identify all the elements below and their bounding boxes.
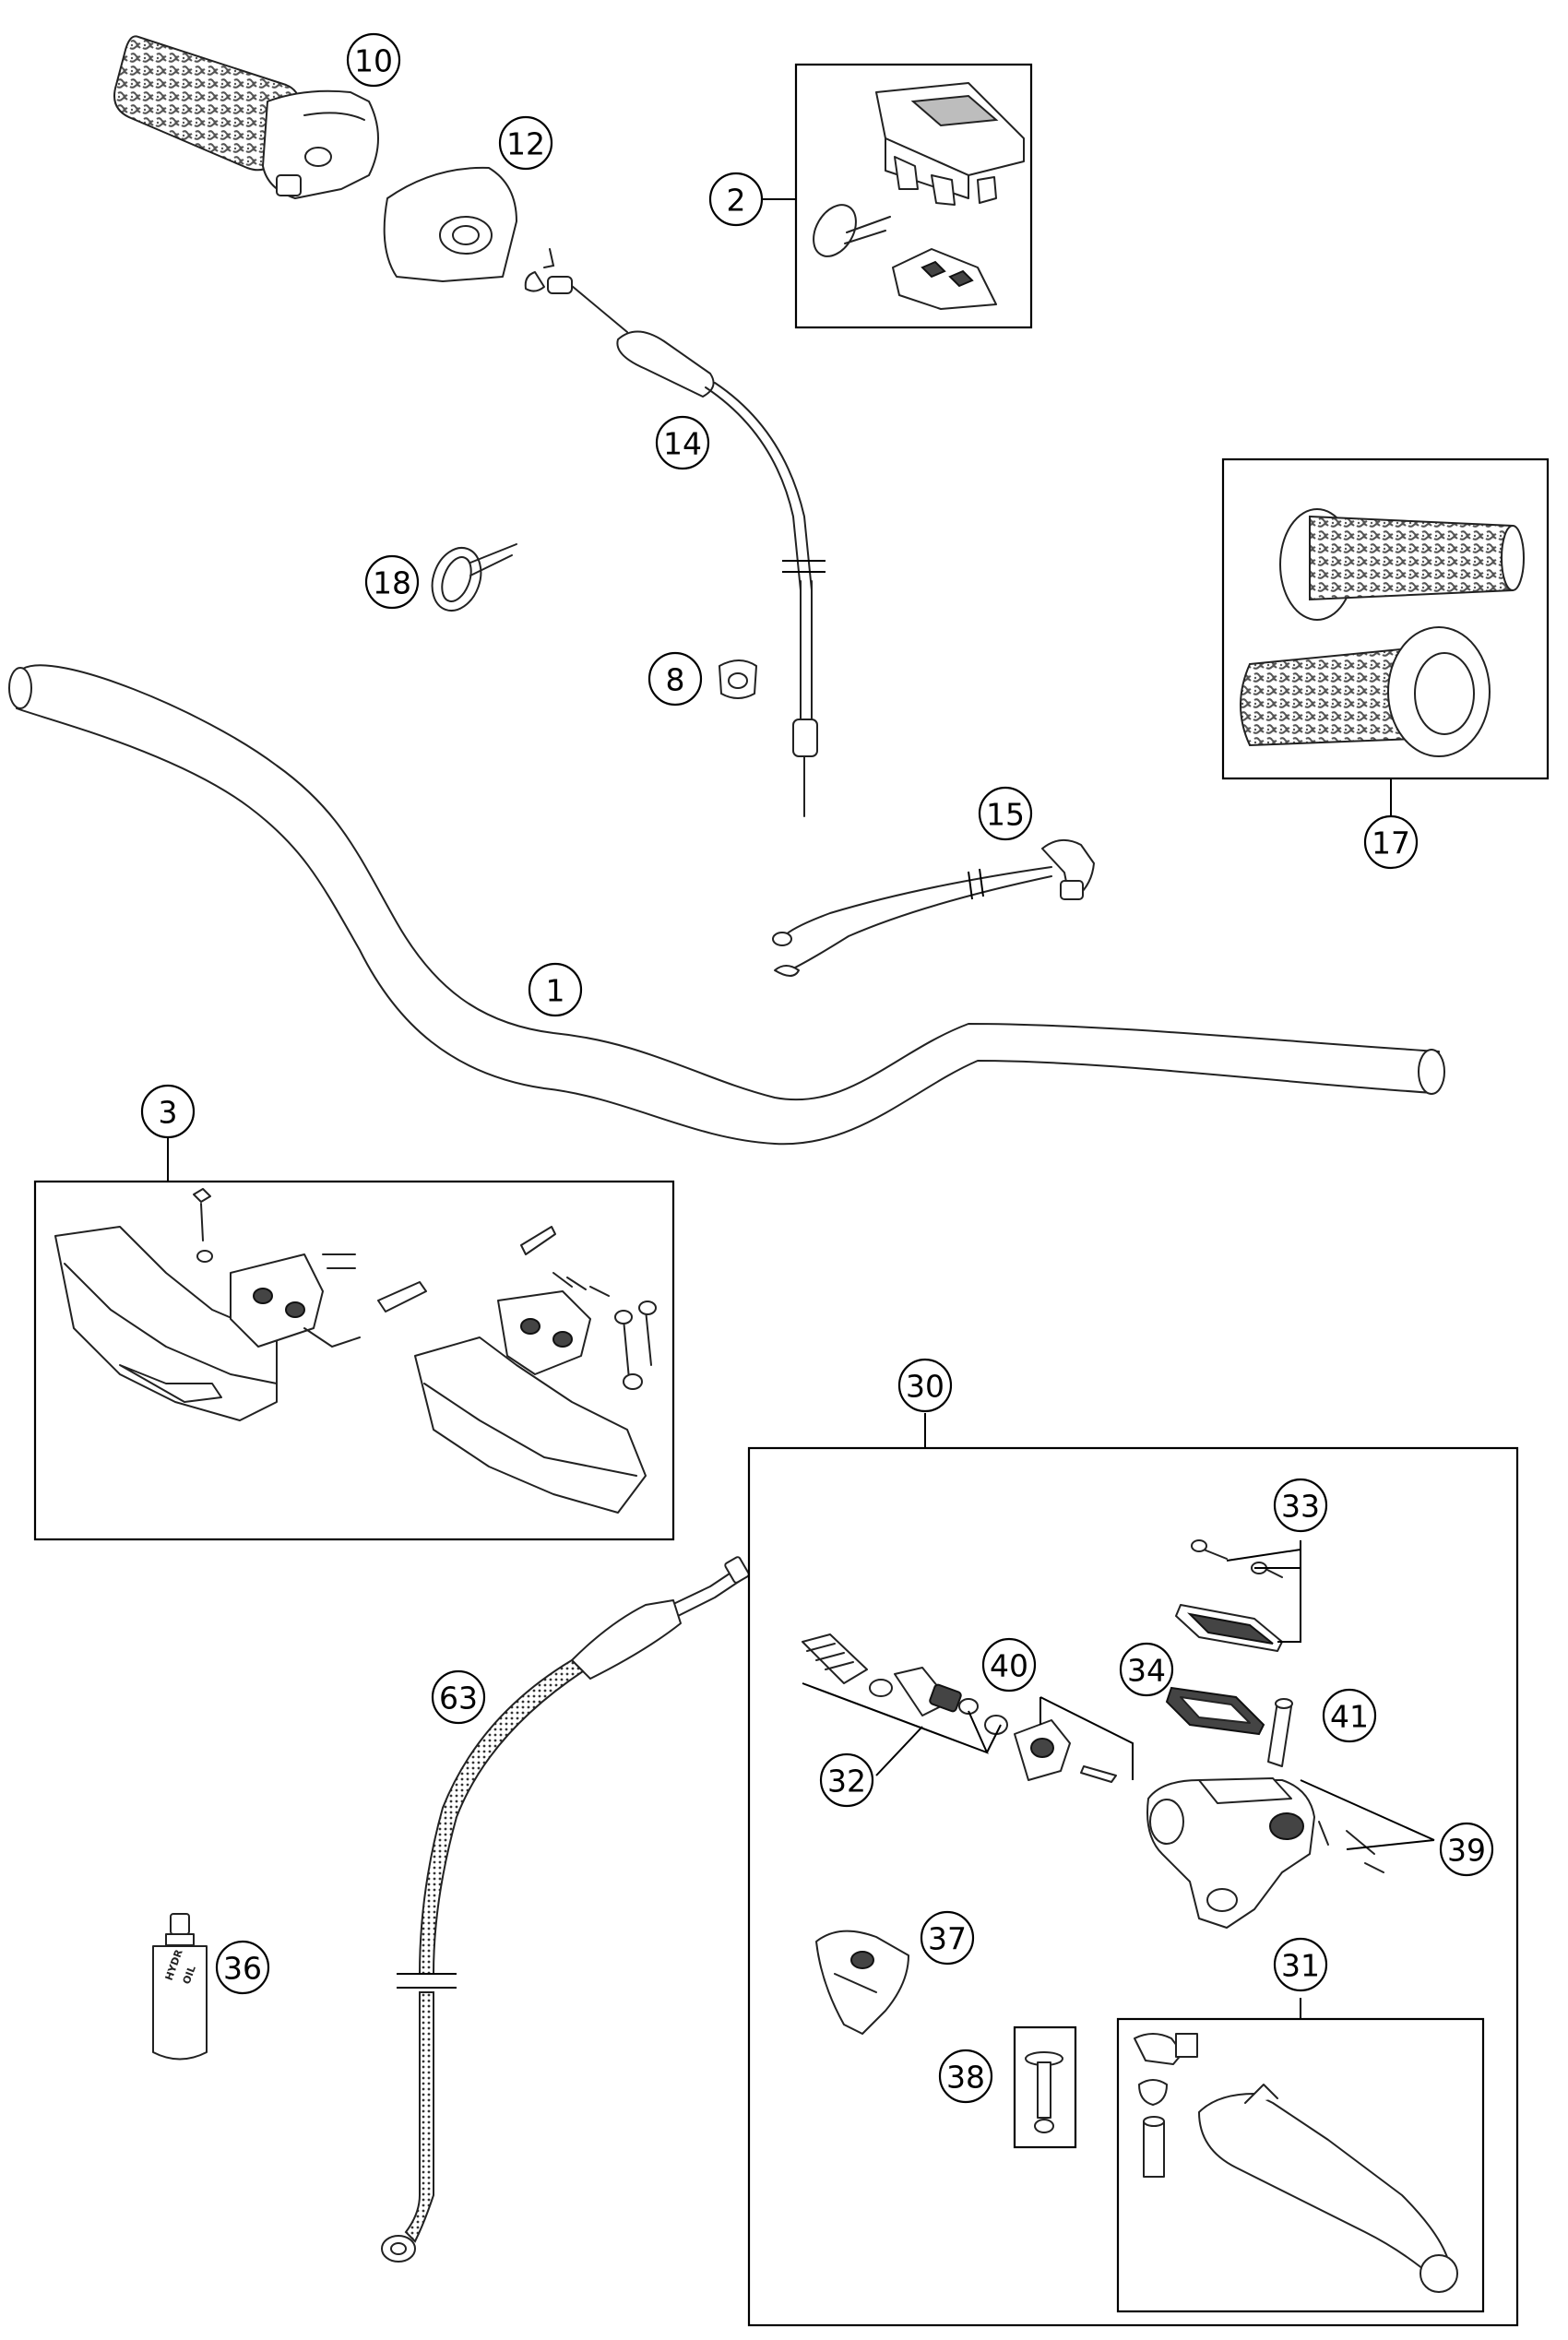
- kill-switch-cable: [772, 838, 1095, 977]
- callout-63: 63: [431, 1669, 486, 1725]
- cable-clip: [719, 659, 757, 699]
- callout-33: 33: [1273, 1478, 1328, 1533]
- callout-40: 40: [981, 1637, 1037, 1693]
- callout-17: 17: [1363, 814, 1419, 870]
- callout-number: 15: [986, 797, 1025, 833]
- callout-circle: [1273, 1937, 1328, 1992]
- throttle-housing-cover: [383, 166, 517, 282]
- callout-32: 32: [819, 1752, 874, 1808]
- hydraulic-oil-bottle: HYDR OIL: [152, 1913, 208, 2061]
- callout-circle: [978, 786, 1033, 841]
- callout-1: 1: [528, 962, 583, 1017]
- callout-circle: [938, 2049, 993, 2104]
- grips-pair: [1240, 508, 1525, 757]
- callout-10: 10: [346, 32, 401, 88]
- handguard-kit: [54, 1188, 657, 1514]
- callout-number: 31: [1281, 1948, 1320, 1984]
- callout-number: 32: [827, 1764, 866, 1800]
- callout-number: 39: [1447, 1833, 1486, 1869]
- frame-part-2: [794, 63, 1033, 329]
- piston-kit: [802, 1633, 1008, 1735]
- callout-circle: [140, 1084, 196, 1139]
- callout-circle: [897, 1358, 953, 1413]
- callout-34: 34: [1119, 1642, 1174, 1697]
- callout-number: 14: [663, 426, 702, 462]
- callout-39: 39: [1439, 1822, 1494, 1877]
- brake-hose: [381, 1556, 750, 2263]
- lever-cover: [815, 1930, 909, 2035]
- callout-circle: [1119, 1642, 1174, 1697]
- callout-circle: [920, 1910, 975, 1966]
- callout-circle: [708, 172, 764, 227]
- callout-number: 1: [546, 973, 565, 1009]
- master-cylinder-body: [1146, 1777, 1384, 1929]
- callout-circle: [1322, 1688, 1377, 1743]
- frame-part-30: [747, 1446, 1519, 2327]
- callout-number: 10: [354, 43, 393, 79]
- callout-number: 18: [373, 565, 411, 601]
- callout-number: 17: [1372, 826, 1410, 861]
- callout-12: 12: [498, 115, 553, 171]
- callout-circle: [528, 962, 583, 1017]
- cable-tie: [431, 543, 517, 612]
- callout-31: 31: [1273, 1937, 1328, 1992]
- callout-3: 3: [140, 1084, 196, 1139]
- callout-circle: [1363, 814, 1419, 870]
- callout-number: 63: [439, 1681, 478, 1716]
- diaphragm: [1165, 1686, 1265, 1736]
- callout-circle: [431, 1669, 486, 1725]
- callout-number: 38: [946, 2060, 985, 2096]
- callout-number: 33: [1281, 1489, 1320, 1525]
- callout-30: 30: [897, 1358, 953, 1413]
- callout-circle: [1439, 1822, 1494, 1877]
- sleeve-41: [1267, 1698, 1293, 1767]
- callout-circle: [215, 1940, 270, 1995]
- callout-14: 14: [655, 415, 710, 470]
- leader-32: [802, 1682, 1002, 1776]
- throttle-grip-assembly: [113, 35, 379, 199]
- frame-part-17: [1221, 457, 1550, 780]
- handlebar: [8, 664, 1445, 1146]
- brake-lever-kit: [1134, 2033, 1458, 2293]
- callout-number: 34: [1127, 1653, 1166, 1689]
- callout-36: 36: [215, 1940, 270, 1995]
- callout-number: 36: [223, 1951, 262, 1987]
- callout-2: 2: [708, 172, 764, 227]
- callout-number: 30: [906, 1369, 944, 1405]
- callout-circle: [655, 415, 710, 470]
- leader-40: [1039, 1696, 1134, 1780]
- callout-8: 8: [647, 651, 703, 707]
- dust-boot: [1014, 1719, 1117, 1783]
- callout-number: 12: [506, 126, 545, 162]
- callout-circle: [498, 115, 553, 171]
- frame-part-3: [33, 1180, 675, 1541]
- callout-number: 3: [159, 1095, 178, 1131]
- reservoir-cover-kit: [1175, 1539, 1283, 1652]
- callout-number: 40: [990, 1648, 1028, 1684]
- callout-circle: [364, 554, 420, 610]
- callout-circle: [346, 32, 401, 88]
- callout-number: 8: [666, 662, 685, 698]
- throttle-cable: [524, 248, 826, 817]
- frame-part-38: [1013, 2025, 1077, 2149]
- callout-number: 41: [1330, 1699, 1369, 1735]
- callout-37: 37: [920, 1910, 975, 1966]
- callout-38: 38: [938, 2049, 993, 2104]
- callout-15: 15: [978, 786, 1033, 841]
- callout-circle: [981, 1637, 1037, 1693]
- callout-circle: [819, 1752, 874, 1808]
- pivot-pin: [1025, 2051, 1063, 2133]
- callout-41: 41: [1322, 1688, 1377, 1743]
- callout-number: 37: [928, 1921, 967, 1957]
- callout-circle: [1273, 1478, 1328, 1533]
- engine-switch: [813, 82, 1025, 310]
- callout-number: 2: [727, 183, 746, 219]
- callout-circle: [647, 651, 703, 707]
- callout-18: 18: [364, 554, 420, 610]
- leader-39: [1300, 1779, 1435, 1850]
- leader-33: [1226, 1540, 1301, 1643]
